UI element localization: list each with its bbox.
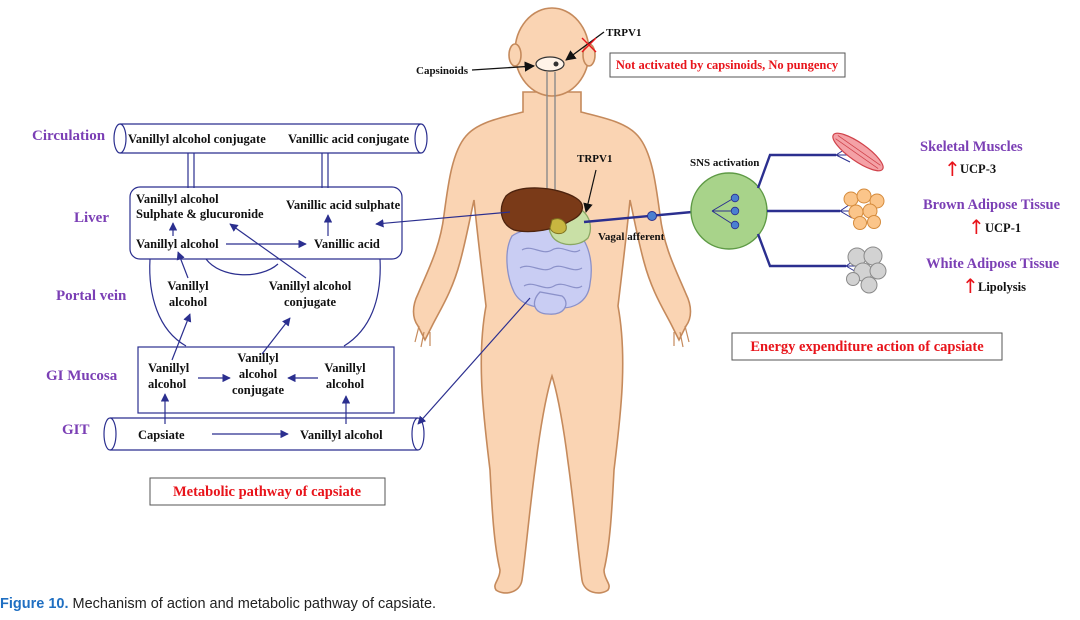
figure-number: Figure 10. (0, 596, 69, 612)
mouth-oral-cavity (535, 56, 565, 72)
section-gi-mucosa: GI Mucosa (46, 368, 118, 384)
left-ear (508, 43, 522, 67)
brown-adipose-icon (843, 188, 885, 230)
figure-caption-text: Mechanism of action and metabolic pathwa… (68, 596, 437, 612)
portal-arrows (176, 223, 307, 279)
gallbladder (549, 218, 567, 235)
marker-ucp3: UCP-3 (960, 162, 996, 176)
portal-conjugate-line1: Vanillyl alcohol (269, 279, 352, 293)
metabolic-pathway-label-box (149, 477, 386, 506)
liver-vanillyl-alcohol: Vanillyl alcohol (136, 237, 219, 251)
section-git: GIT (62, 422, 90, 438)
section-portal-vein: Portal vein (56, 288, 127, 304)
skeletal-muscle-icon (832, 132, 884, 172)
up-arrow-icon-ucp3: ↑ (944, 157, 961, 181)
mucosa-mid-line1: Vanillyl (237, 351, 279, 365)
figure-caption: Figure 10. Mechanism of action and metab… (0, 596, 1080, 616)
neuron-dot-1 (730, 193, 740, 203)
git-capsiate: Capsiate (138, 428, 185, 442)
mucosa-mid-line3: conjugate (232, 383, 285, 397)
git-vanillyl-alcohol: Vanillyl alcohol (300, 428, 383, 442)
energy-expenditure-label-box (731, 332, 1003, 361)
section-circulation: Circulation (32, 128, 106, 144)
liver-vanillyl-sulphate-line2: Sulphate & glucuronide (136, 207, 264, 221)
circulation-liver-connectors (187, 153, 329, 188)
mucosa-left-line2: alcohol (148, 377, 187, 391)
tissue-skeletal-muscles: Skeletal Muscles (920, 139, 1023, 155)
capsinoids-label: Capsinoids (416, 65, 469, 77)
gi-mucosa-box (137, 346, 395, 414)
vagal-nerve-line (583, 210, 693, 224)
sns-efferent-nerves (756, 153, 846, 268)
portal-vanillyl-alcohol-line2: alcohol (169, 295, 208, 309)
esophagus (546, 72, 556, 205)
trpv1-gut-label: TRPV1 (577, 153, 612, 165)
liver-vanillyl-sulphate-line1: Vanillyl alcohol (136, 192, 219, 206)
liver-vanillic-sulphate: Vanillic acid sulphate (286, 198, 401, 212)
liver-arrows (168, 214, 333, 249)
body-pathway-connectors (375, 211, 531, 425)
right-ear (582, 43, 596, 67)
not-activated-note: Not activated by capsinoids, No pungency (616, 58, 839, 72)
git-arrows (160, 393, 351, 439)
energy-expenditure-label: Energy expenditure action of capsiate (750, 339, 984, 355)
circulation-vanillic-conjugate: Vanillic acid conjugate (288, 132, 410, 146)
mucosa-right-line1: Vanillyl (324, 361, 366, 375)
trpv1-top-label: TRPV1 (606, 27, 641, 39)
tissue-brown-adipose: Brown Adipose Tissue (923, 197, 1061, 213)
sns-activation-label: SNS activation (690, 157, 759, 169)
neuron-dot-2 (730, 206, 740, 216)
human-body-figure (412, 7, 692, 594)
portal-vein-vessel (149, 258, 381, 347)
marker-ucp1: UCP-1 (985, 221, 1021, 235)
portal-conjugate-line2: conjugate (284, 295, 337, 309)
neuron-dot-3 (730, 220, 740, 230)
marker-lipolysis: Lipolysis (978, 280, 1026, 294)
white-adipose-icon (846, 246, 887, 294)
tissue-white-adipose: White Adipose Tissue (926, 256, 1060, 272)
section-liver: Liver (74, 210, 109, 226)
sns-internal-neurons (711, 197, 735, 226)
vagal-afferent-label: Vagal afferent (598, 231, 665, 243)
mucosa-right-line2: alcohol (326, 377, 365, 391)
mucosa-left-line1: Vanillyl (148, 361, 190, 375)
top-trpv1-group: TRPV1 Capsinoids Not activated by capsin… (416, 27, 846, 78)
energy-expenditure: SNS activation (583, 132, 1061, 361)
intestine-loops (519, 247, 583, 289)
not-activated-note-box (609, 52, 846, 78)
up-arrow-icon-ucp1: ↑ (968, 215, 985, 239)
mucosa-mid-line2: alcohol (239, 367, 278, 381)
metabolic-pathway-label: Metabolic pathway of capsiate (173, 484, 362, 500)
trpv1-receptor-dot (553, 61, 559, 67)
circulation-vanillyl-conjugate: Vanillyl alcohol conjugate (128, 132, 266, 146)
portal-vanillyl-alcohol-line1: Vanillyl (167, 279, 209, 293)
not-activated-cross-icon (581, 37, 597, 53)
metabolic-pathway: Circulation Liver Portal vein GI Mucosa … (32, 123, 428, 506)
circulation-vessel (113, 123, 428, 154)
liver-box (129, 186, 403, 260)
mucosa-arrows (171, 313, 318, 383)
body-silhouette (412, 91, 692, 594)
liver-vanillic-acid: Vanillic acid (314, 237, 380, 251)
up-arrow-icon-lipolysis: ↑ (962, 274, 979, 298)
hand-fingers (414, 325, 690, 348)
vagal-signal-dot (647, 211, 657, 221)
